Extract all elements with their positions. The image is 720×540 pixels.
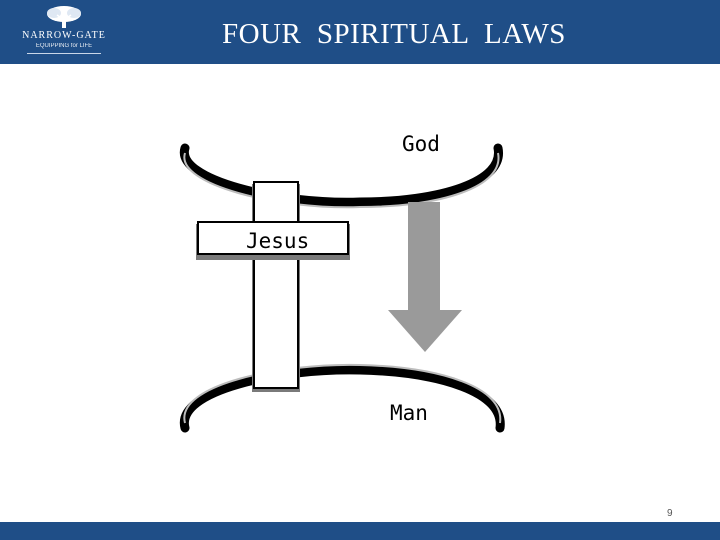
slide-number: 9: [667, 508, 673, 519]
slide-title: FOUR SPIRITUAL LAWS: [222, 18, 566, 50]
logo-divider: [27, 53, 101, 54]
logo-name: NARROW-GATE: [22, 30, 106, 41]
header-bar: NARROW-GATE EQUIPPING for LIFE FOUR SPIR…: [0, 0, 720, 64]
tree-icon: [47, 6, 81, 28]
god-cliff: [180, 143, 503, 207]
arrow-down-icon: [388, 202, 462, 352]
man-label: Man: [390, 401, 428, 425]
footer-bar: [0, 522, 720, 540]
narrow-gate-logo: NARROW-GATE EQUIPPING for LIFE: [14, 6, 114, 60]
cross-label: Jesus: [246, 229, 309, 253]
bridge-diagram: Jesus God Man: [160, 110, 540, 450]
god-label: God: [402, 132, 440, 156]
logo-tagline: EQUIPPING for LIFE: [35, 43, 93, 49]
cross-icon: [196, 181, 350, 392]
man-cliff: [179, 365, 505, 433]
